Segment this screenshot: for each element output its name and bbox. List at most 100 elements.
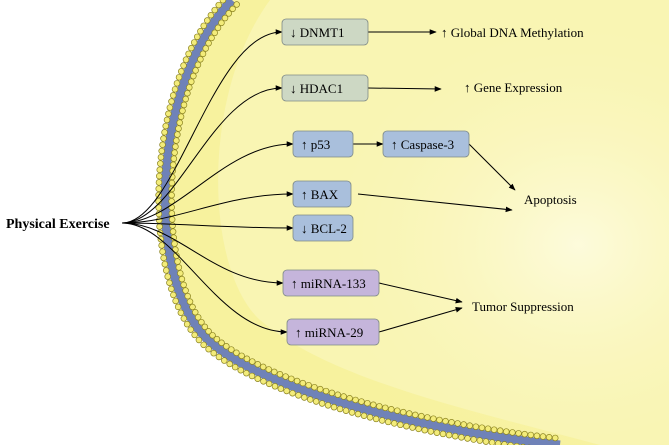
membrane-bead	[228, 346, 235, 353]
membrane-bead	[168, 98, 175, 105]
membrane-bead	[364, 399, 371, 407]
membrane-bead	[197, 28, 204, 35]
membrane-bead	[162, 267, 170, 274]
membrane-bead	[430, 415, 437, 422]
membrane-bead	[172, 297, 179, 305]
edge-source-to-bcl2	[121, 222, 294, 231]
membrane-bead	[301, 394, 308, 401]
membrane-bead	[191, 331, 198, 339]
outcome-methylation: ↑ Global DNA Methylation	[441, 25, 584, 40]
membrane-bead	[197, 56, 204, 63]
membrane-bead	[464, 435, 471, 442]
membrane-bead	[248, 372, 256, 380]
membrane-bead	[225, 10, 232, 17]
node-mirna133-box	[282, 269, 380, 297]
membrane-bead	[271, 383, 279, 390]
membrane-bead	[218, 19, 225, 27]
membrane-bead	[478, 424, 486, 431]
node-hdac1: ↓ HDAC1	[281, 74, 369, 102]
membrane-bead	[515, 430, 522, 437]
membrane-bead	[283, 387, 290, 395]
membrane-bead	[161, 260, 169, 268]
membrane-bead	[172, 143, 179, 150]
membrane-bead	[494, 440, 502, 445]
membrane-bead	[158, 242, 165, 249]
membrane-bead	[243, 355, 251, 363]
membrane-bead	[260, 378, 267, 385]
membrane-bead	[215, 353, 223, 361]
membrane-bead	[476, 437, 484, 444]
membrane-bead	[185, 50, 192, 58]
membrane-bead	[199, 50, 207, 58]
membrane-bead	[177, 270, 184, 277]
node-bax-label: ↑ BAX	[301, 187, 339, 202]
membrane-bead	[277, 385, 285, 392]
membrane-bead	[179, 107, 186, 115]
membrane-bead	[360, 412, 368, 420]
membrane-bead	[424, 414, 431, 421]
membrane-bead	[219, 0, 227, 4]
membrane-bead	[183, 320, 191, 328]
membrane-bead	[200, 341, 207, 349]
membrane-bead	[221, 14, 229, 22]
node-dnmt1-label: ↓ DNMT1	[290, 25, 345, 40]
membrane-bead	[507, 442, 514, 445]
node-caspase3: ↑ Caspase-3	[382, 130, 470, 158]
membrane-bead	[445, 431, 453, 439]
membrane-bead	[271, 368, 278, 376]
membrane-bead	[214, 24, 222, 32]
membrane-bead	[180, 101, 188, 109]
membrane-bead	[221, 357, 228, 364]
membrane-bead	[194, 314, 202, 321]
membrane-bead	[223, 343, 230, 350]
membrane-bead	[316, 385, 324, 393]
membrane-bead	[238, 352, 245, 360]
membrane-bead	[394, 407, 401, 414]
membrane-bead	[436, 416, 443, 424]
membrane-bead	[159, 248, 166, 255]
membrane-bead	[178, 275, 186, 283]
membrane-bead	[215, 1, 222, 9]
membrane-bead	[421, 426, 428, 434]
node-mirna29-box	[286, 318, 380, 346]
membrane-bead	[175, 125, 182, 132]
membrane-bead	[312, 398, 320, 405]
membrane-bead	[334, 391, 342, 398]
membrane-bead	[249, 358, 256, 365]
membrane-bead	[169, 92, 177, 99]
membrane-bead	[254, 361, 261, 368]
node-hdac1-box	[281, 74, 369, 102]
membrane-bead	[174, 258, 181, 265]
membrane-bead	[175, 74, 183, 81]
membrane-bead	[388, 406, 395, 413]
membrane-bead	[358, 398, 365, 405]
membrane-bead	[322, 387, 330, 395]
edge-source-to-hdac1	[121, 85, 283, 224]
membrane-bead	[180, 315, 188, 322]
membrane-bead	[205, 345, 212, 353]
membrane-bead	[162, 122, 169, 130]
membrane-bead	[155, 185, 162, 192]
membrane-bead	[412, 411, 419, 419]
membrane-bead	[192, 67, 199, 74]
membrane-bead	[205, 328, 212, 335]
membrane-bead	[161, 129, 168, 136]
membrane-bead	[169, 161, 177, 169]
membrane-bead	[202, 45, 209, 52]
edge-source-to-mirna133	[121, 222, 284, 286]
outcome-apoptosis: Apoptosis	[524, 192, 577, 207]
membrane-bead	[382, 404, 389, 412]
membrane-bead	[552, 434, 559, 442]
membrane-bead	[184, 292, 191, 300]
membrane-bead	[158, 147, 165, 155]
outcome-layer: ↑ Global DNA Methylation↑ Gene Expressio…	[441, 25, 584, 314]
membrane-bead	[201, 323, 209, 331]
edge-layer	[121, 29, 516, 335]
membrane-bead	[376, 403, 383, 410]
membrane-bead	[466, 422, 474, 429]
node-p53-label: ↑ p53	[301, 137, 330, 152]
membrane-bead	[211, 6, 218, 14]
membrane-bead	[400, 408, 407, 416]
membrane-bead	[177, 309, 185, 316]
